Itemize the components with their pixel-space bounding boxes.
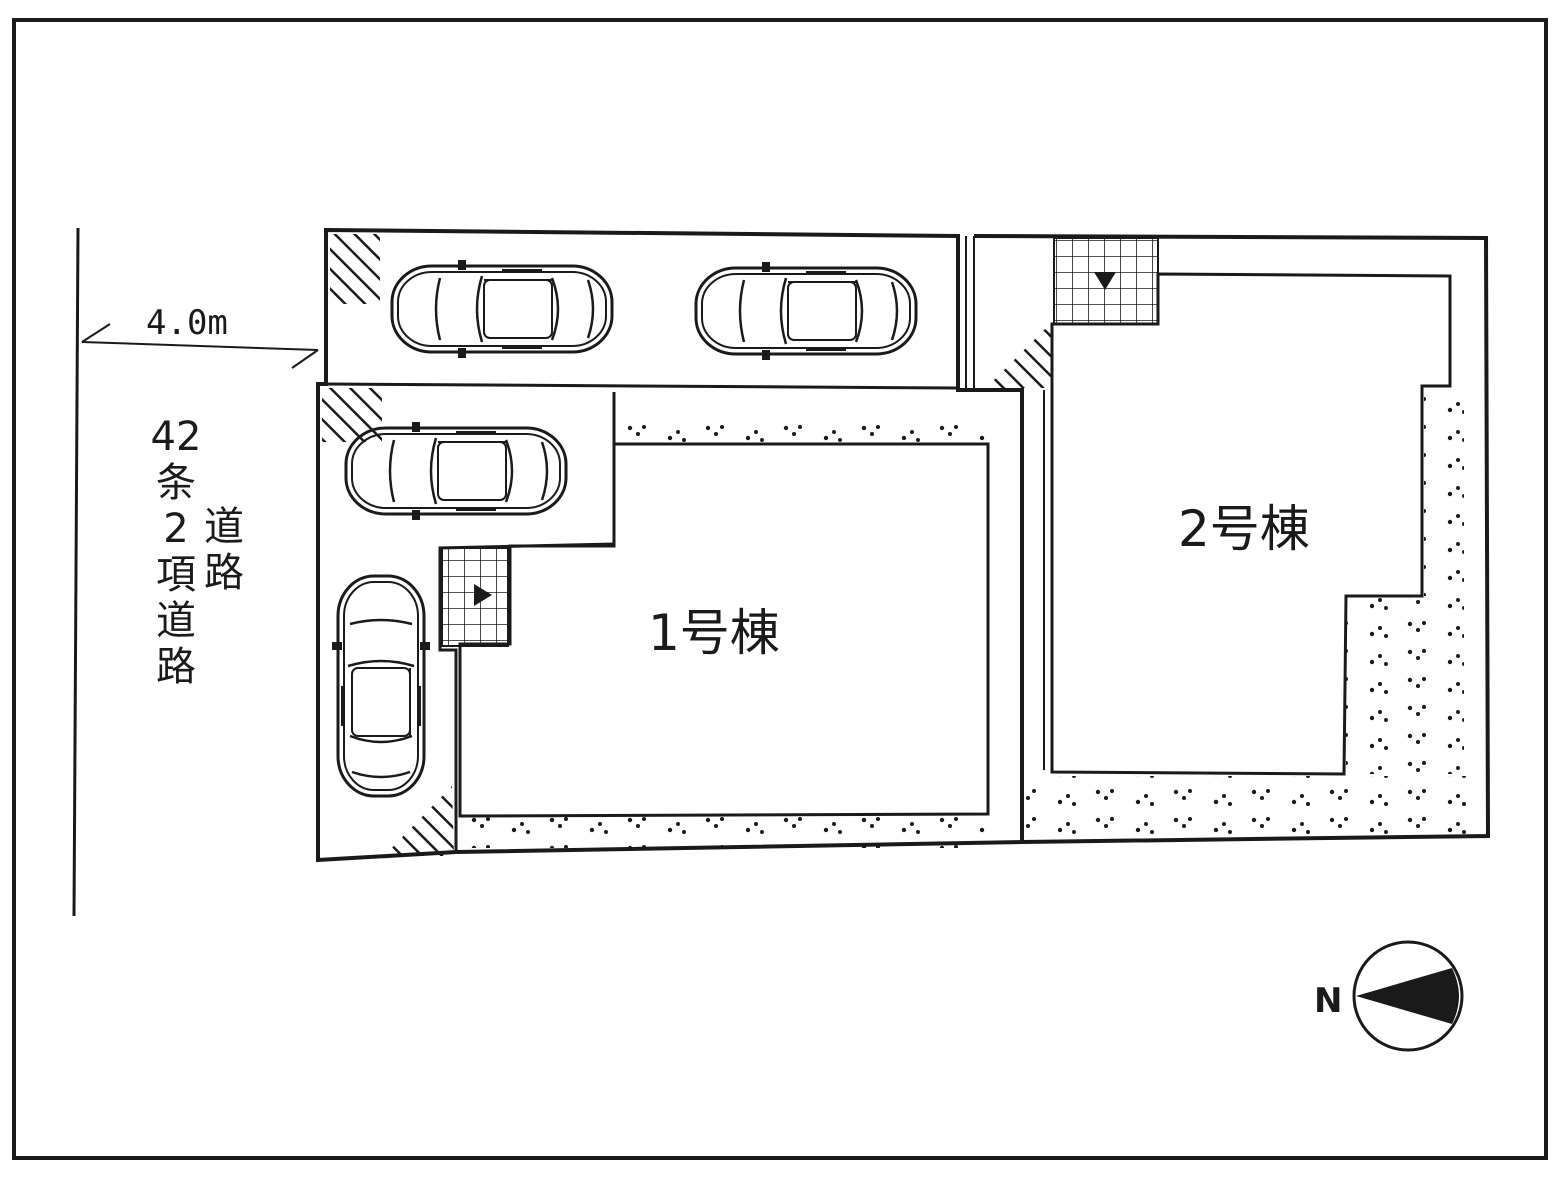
building-1-footprint [458,442,990,818]
road-width-label: 4.0m [146,303,228,343]
lot-1: 1号棟 [316,227,1024,863]
north-label: N [1314,981,1342,1021]
road-label-char: 道 [156,598,196,644]
lot-2: 2号棟 [965,234,1491,844]
road-label-char: 項 [156,552,196,598]
building-2-footprint [1050,272,1452,776]
garden-dots [1346,598,1464,774]
garden-dots [616,420,986,442]
north-compass: N [1314,940,1464,1052]
building-1-label: 1号棟 [648,604,780,662]
road-label-char: 条 [156,460,196,506]
car-icon [330,574,432,798]
building-2-label: 2号棟 [1178,500,1310,558]
corner-hatch [330,234,380,304]
road-label-char: 路 [204,550,244,596]
corner-hatch [384,786,454,856]
entrance-arrow-icon [1094,272,1116,290]
road-type-label-suffix: 道路 [204,504,244,596]
corner-hatch [986,322,1052,388]
corner-hatch [322,388,382,442]
road-label-char: 路 [156,644,196,690]
garden-dots [1424,390,1464,596]
compass-arrow-icon [1356,968,1459,1024]
sheet-frame [12,18,1548,1160]
lot-2-boundary [973,234,1491,844]
garden-dots [1026,776,1482,834]
road-width-dimension [81,341,319,351]
road-label-char: 2 [163,506,188,552]
garden-dots [460,816,988,848]
road-label-char: 道 [204,504,244,550]
entrance-arrow-icon [474,584,492,606]
road-edge-line [72,227,80,917]
road-label-char: 42 [151,414,202,460]
car-icon [694,260,918,362]
car-icon [390,258,614,360]
